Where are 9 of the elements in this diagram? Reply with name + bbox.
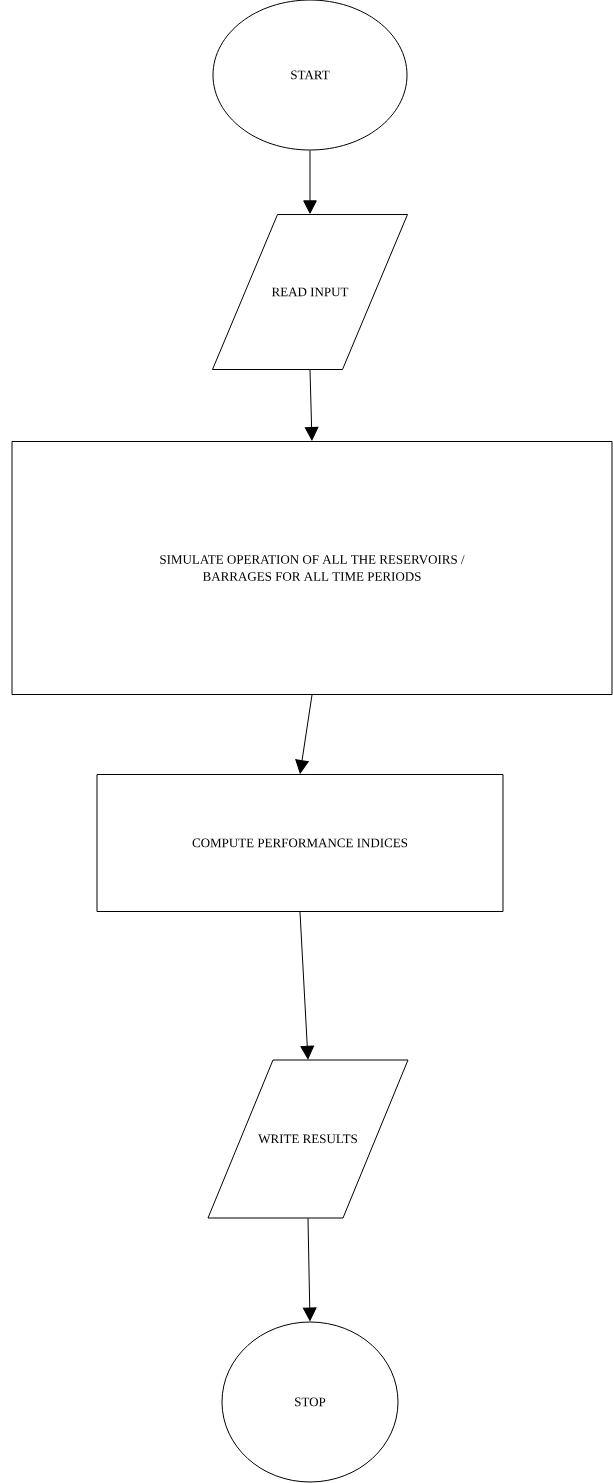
process-box: SIMULATE OPERATION OF ALL THE RESERVOIRS / BARRAGES FOR ALL TIME PERIODS bbox=[11, 441, 613, 695]
process-box: COMPUTE PERFORMANCE INDICES bbox=[96, 774, 504, 912]
arrow bbox=[302, 1217, 317, 1321]
arrow bbox=[304, 369, 319, 441]
arrow bbox=[299, 911, 315, 1060]
io-parallelogram: READ INPUT bbox=[212, 214, 408, 370]
io-parallelogram: WRITE RESULTS bbox=[207, 1059, 409, 1219]
arrow bbox=[303, 150, 317, 214]
arrow bbox=[295, 694, 313, 774]
